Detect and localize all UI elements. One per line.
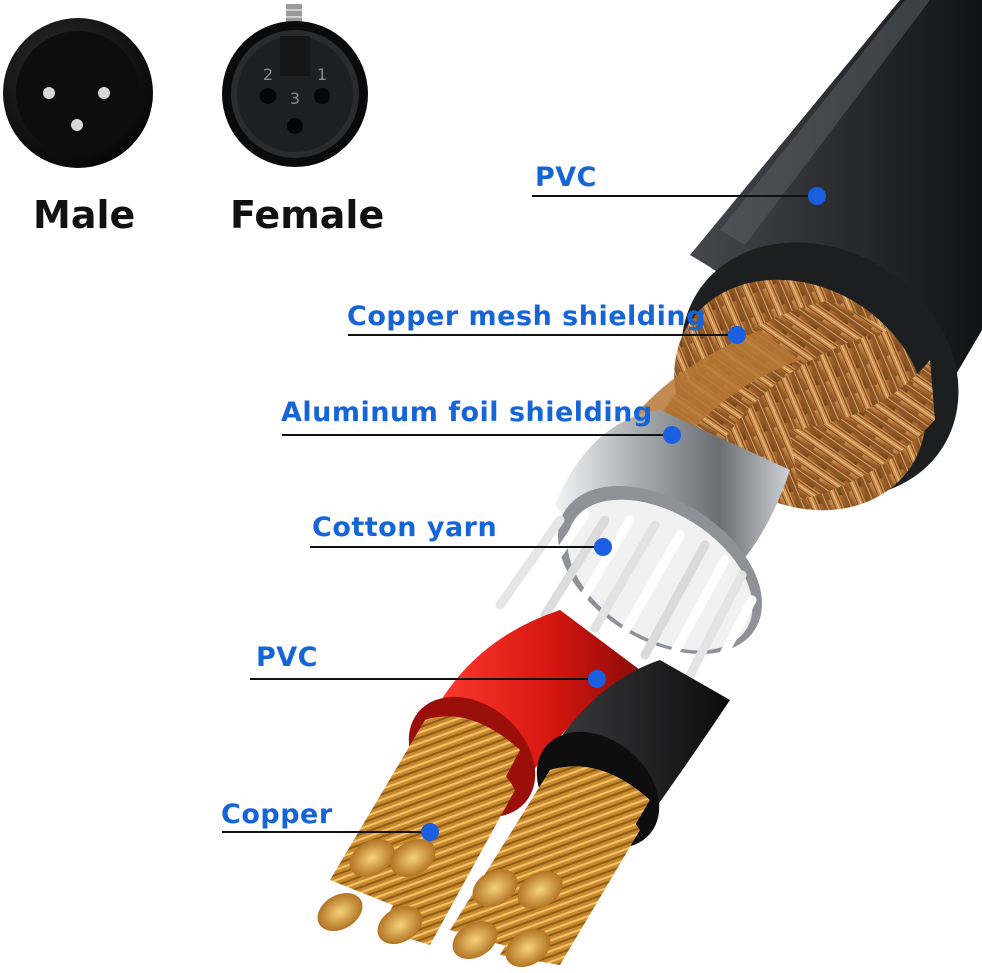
callout-leaders: [222, 187, 826, 841]
female-label: Female: [230, 193, 385, 237]
male-connector-icon: [3, 18, 153, 168]
callout-label-copper-mesh: Copper mesh shielding: [347, 301, 706, 332]
callout-dot: [421, 823, 439, 841]
callout-dot: [663, 426, 681, 444]
female-pin-number: 1: [317, 65, 327, 84]
callout-label-pvc-outer: PVC: [535, 162, 597, 193]
copper-strand-ends: [317, 839, 563, 967]
callout-dot: [588, 670, 606, 688]
cotton-yarn-strands: [495, 510, 757, 705]
female-pin-socket: [314, 88, 330, 104]
xlr-cable-cross-section-icon: [317, 0, 982, 967]
female-pin-number: 2: [263, 65, 273, 84]
female-pin-socket: [287, 118, 303, 134]
male-pin: [43, 87, 55, 99]
callout-label-aluminum-foil: Aluminum foil shielding: [281, 397, 653, 428]
female-pin-number: 3: [290, 89, 300, 108]
male-pin: [98, 87, 110, 99]
male-pin: [71, 119, 83, 131]
callout-label-pvc-inner: PVC: [256, 642, 318, 673]
female-connector-icon: [222, 4, 368, 167]
callout-dot: [808, 187, 826, 205]
callout-label-copper: Copper: [221, 799, 333, 830]
callout-dot: [728, 326, 746, 344]
callout-label-cotton-yarn: Cotton yarn: [312, 512, 498, 543]
female-pin-socket: [260, 88, 276, 104]
callout-dot: [594, 538, 612, 556]
male-label: Male: [33, 193, 136, 237]
